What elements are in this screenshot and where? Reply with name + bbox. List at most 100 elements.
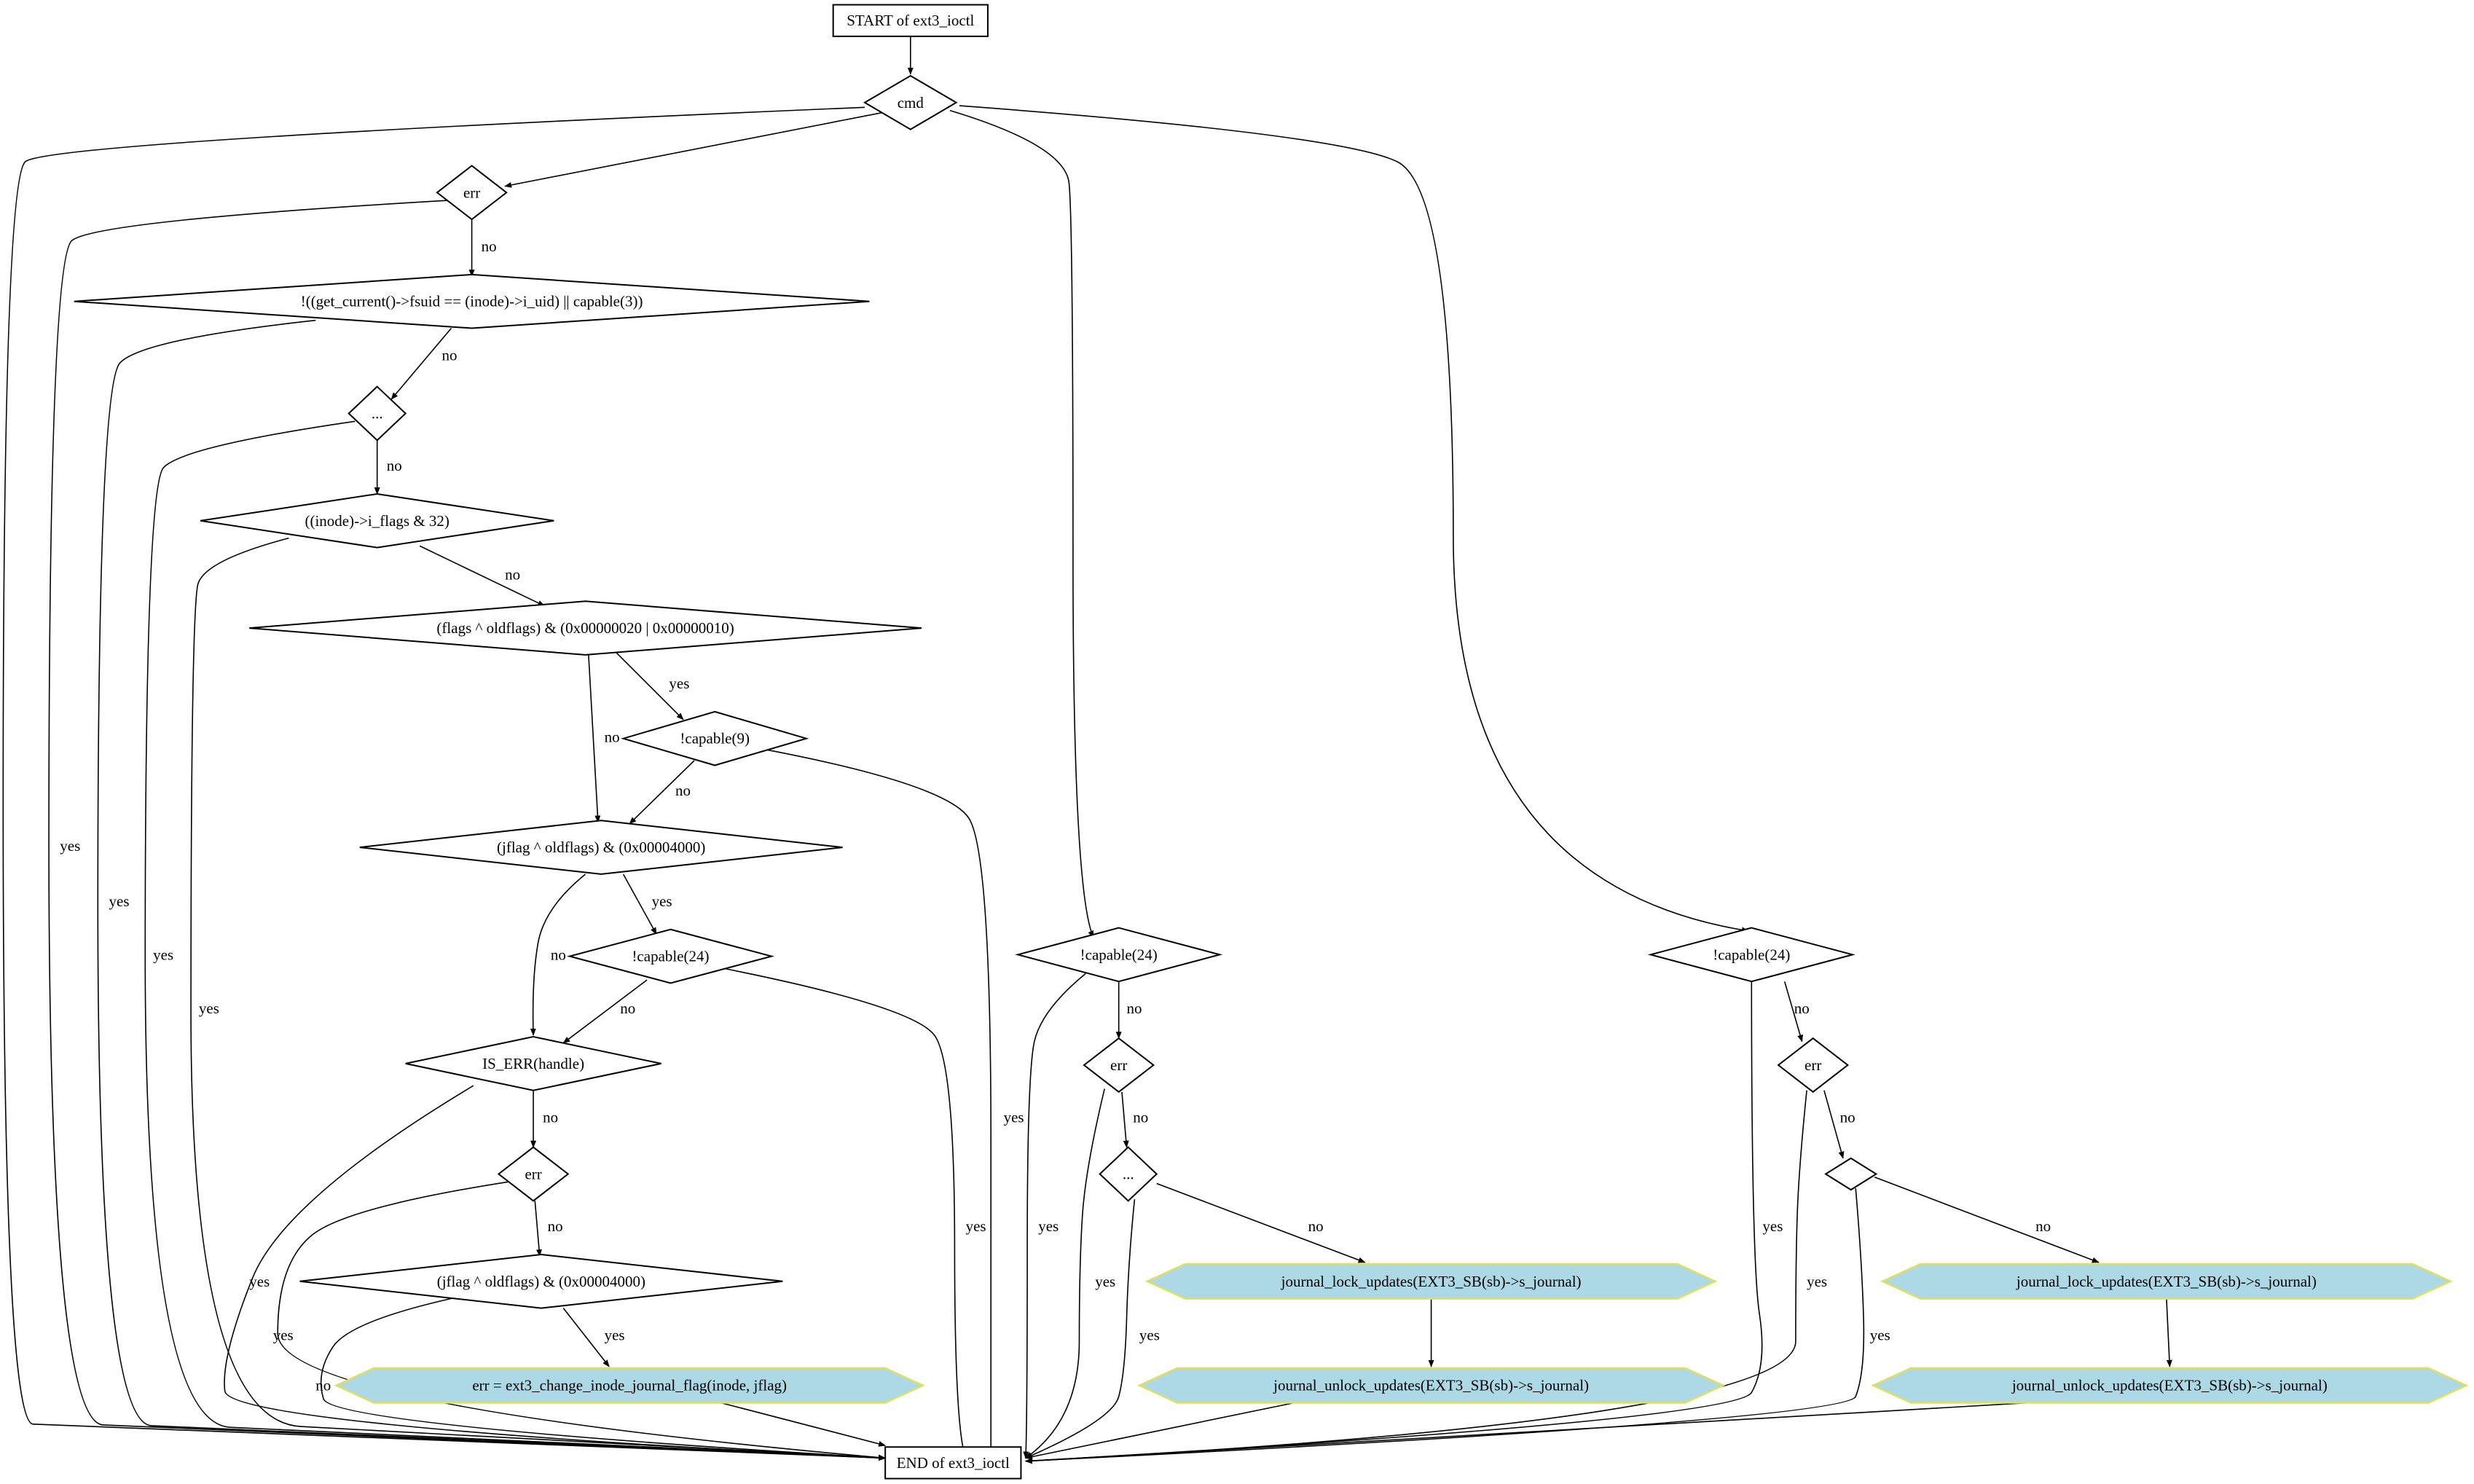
edge-line (615, 651, 684, 721)
edge-label: yes (652, 892, 672, 910)
action-hexagon (1136, 1367, 1726, 1404)
edge-cap24b-to-err3: no (1115, 981, 1142, 1040)
edge-label: yes (1807, 1273, 1827, 1290)
edge-line (949, 109, 1094, 938)
edge-cap24c-to-err4: no (1783, 981, 1810, 1043)
edge-line (562, 1308, 610, 1367)
edge-cap9-to-jflag1: no (629, 760, 695, 825)
edge-label: yes (273, 1326, 294, 1343)
node-lock1: journal_lock_updates(EXT3_SB(sb)->s_jour… (1144, 1263, 1718, 1300)
edge-err3-to-end: yes (1025, 1088, 1115, 1459)
edge-label: yes (1095, 1273, 1115, 1290)
edge-cmd-to-end (2, 106, 887, 1461)
edge-label: yes (60, 837, 80, 855)
node-label: err = ext3_change_inode_journal_flag(ino… (472, 1377, 787, 1394)
edge-perm-to-end: yes (97, 319, 887, 1461)
edge-dots1-to-iflags: no (374, 440, 402, 495)
decision-diamond (566, 928, 775, 984)
node-cap24c: !capable(24) (1647, 927, 1856, 983)
edge-flagsx-to-jflag1: no (588, 654, 620, 823)
node-label: !((get_current()->fsuid == (inode)->i_ui… (301, 293, 643, 310)
edge-line (1025, 1088, 1105, 1459)
edge-label: yes (1004, 1109, 1024, 1126)
edge-label: yes (1038, 1217, 1059, 1235)
node-end: END of ext3_ioctl (884, 1446, 1022, 1480)
node-perm: !((get_current()->fsuid == (inode)->i_ui… (74, 273, 870, 329)
node-iflags: ((inode)->i_flags & 32) (200, 492, 554, 549)
edge-line (1024, 1402, 1295, 1460)
edge-line (1023, 973, 1086, 1459)
edge-change-to-end (720, 1402, 887, 1447)
edge-err1-to-end: yes (48, 200, 887, 1461)
edge-line (97, 319, 887, 1461)
edge-dots3-to-lock2: no (1874, 1177, 2100, 1263)
edge-cap24c-to-end: yes (1024, 981, 1783, 1464)
decision-diamond (1083, 1037, 1155, 1094)
edge-dots3-to-end: yes (1024, 1187, 1890, 1464)
node-label: err (463, 184, 480, 201)
edge-label: yes (249, 1273, 270, 1290)
edge-label: yes (1139, 1326, 1160, 1343)
edge-cmd-to-err1 (504, 111, 886, 188)
edge-line (1156, 1182, 1366, 1263)
node-label: journal_lock_updates(EXT3_SB(sb)->s_jour… (2016, 1273, 2317, 1290)
edge-label: yes (199, 1000, 219, 1017)
edge-label: no (543, 1109, 558, 1126)
node-jflag1: (jflag ^ oldflags) & (0x00004000) (359, 820, 843, 875)
decision-diamond (299, 1253, 783, 1309)
edge-line (504, 111, 886, 188)
edge-label: no (315, 1377, 331, 1394)
edge-err1-to-perm: no (468, 219, 497, 278)
edge-line (765, 749, 994, 1459)
edge-dots1-to-end: yes (144, 420, 887, 1461)
node-label: !capable(9) (680, 730, 750, 747)
node-label: !capable(24) (1080, 946, 1158, 963)
node-label: err (1110, 1056, 1127, 1074)
edge-line (2166, 1298, 2172, 1367)
node-label: START of ext3_ioctl (847, 12, 974, 29)
node-label: (jflag ^ oldflags) & (0x00004000) (437, 1273, 645, 1290)
edge-label: no (482, 237, 497, 255)
edge-line (224, 1085, 887, 1461)
decision-diamond (1099, 1146, 1158, 1202)
edge-line (726, 968, 967, 1459)
edge-label: no (548, 1217, 563, 1235)
edge-line (144, 420, 887, 1461)
decision-diamond (1647, 927, 1856, 983)
edge-line (1874, 1177, 2100, 1263)
edge-line (1823, 1090, 1845, 1159)
node-flagsx: (flags ^ oldflags) & (0x00000020 | 0x000… (249, 600, 922, 656)
edge-line (1024, 981, 1763, 1464)
edge-line (1121, 1091, 1129, 1148)
edge-line (190, 537, 887, 1461)
edge-perm-to-dots1: no (390, 327, 458, 400)
edge-label: no (1308, 1217, 1324, 1235)
node-err2: err (497, 1146, 570, 1202)
decision-diamond (74, 273, 870, 329)
edge-line (390, 327, 452, 400)
edge-label: yes (605, 1326, 625, 1343)
edge-cmd-to-cap24c (959, 105, 1749, 933)
edge-line (720, 1402, 887, 1447)
edge-label: yes (1870, 1326, 1890, 1343)
edge-err4-to-dots3: no (1823, 1090, 1856, 1159)
node-dots3 (1824, 1157, 1878, 1191)
edge-line (1783, 981, 1803, 1043)
node-dots1: ... (347, 385, 407, 441)
edge-label: no (605, 729, 620, 746)
decision-diamond (863, 74, 958, 130)
action-hexagon (1144, 1263, 1718, 1300)
edge-line (277, 1181, 887, 1461)
edge-dots2-to-lock1: no (1156, 1182, 1366, 1263)
node-label: journal_lock_updates(EXT3_SB(sb)->s_jour… (1281, 1273, 1582, 1290)
edge-line (2, 106, 887, 1461)
edge-label: yes (669, 675, 689, 692)
edge-line (1024, 1090, 1807, 1464)
edge-label: no (1127, 1000, 1142, 1017)
node-label: journal_unlock_updates(EXT3_SB(sb)->s_jo… (2011, 1377, 2328, 1394)
edge-label: no (620, 1000, 635, 1017)
edge-cap9-to-end: yes (765, 749, 1024, 1459)
node-label: cmd (898, 94, 924, 111)
